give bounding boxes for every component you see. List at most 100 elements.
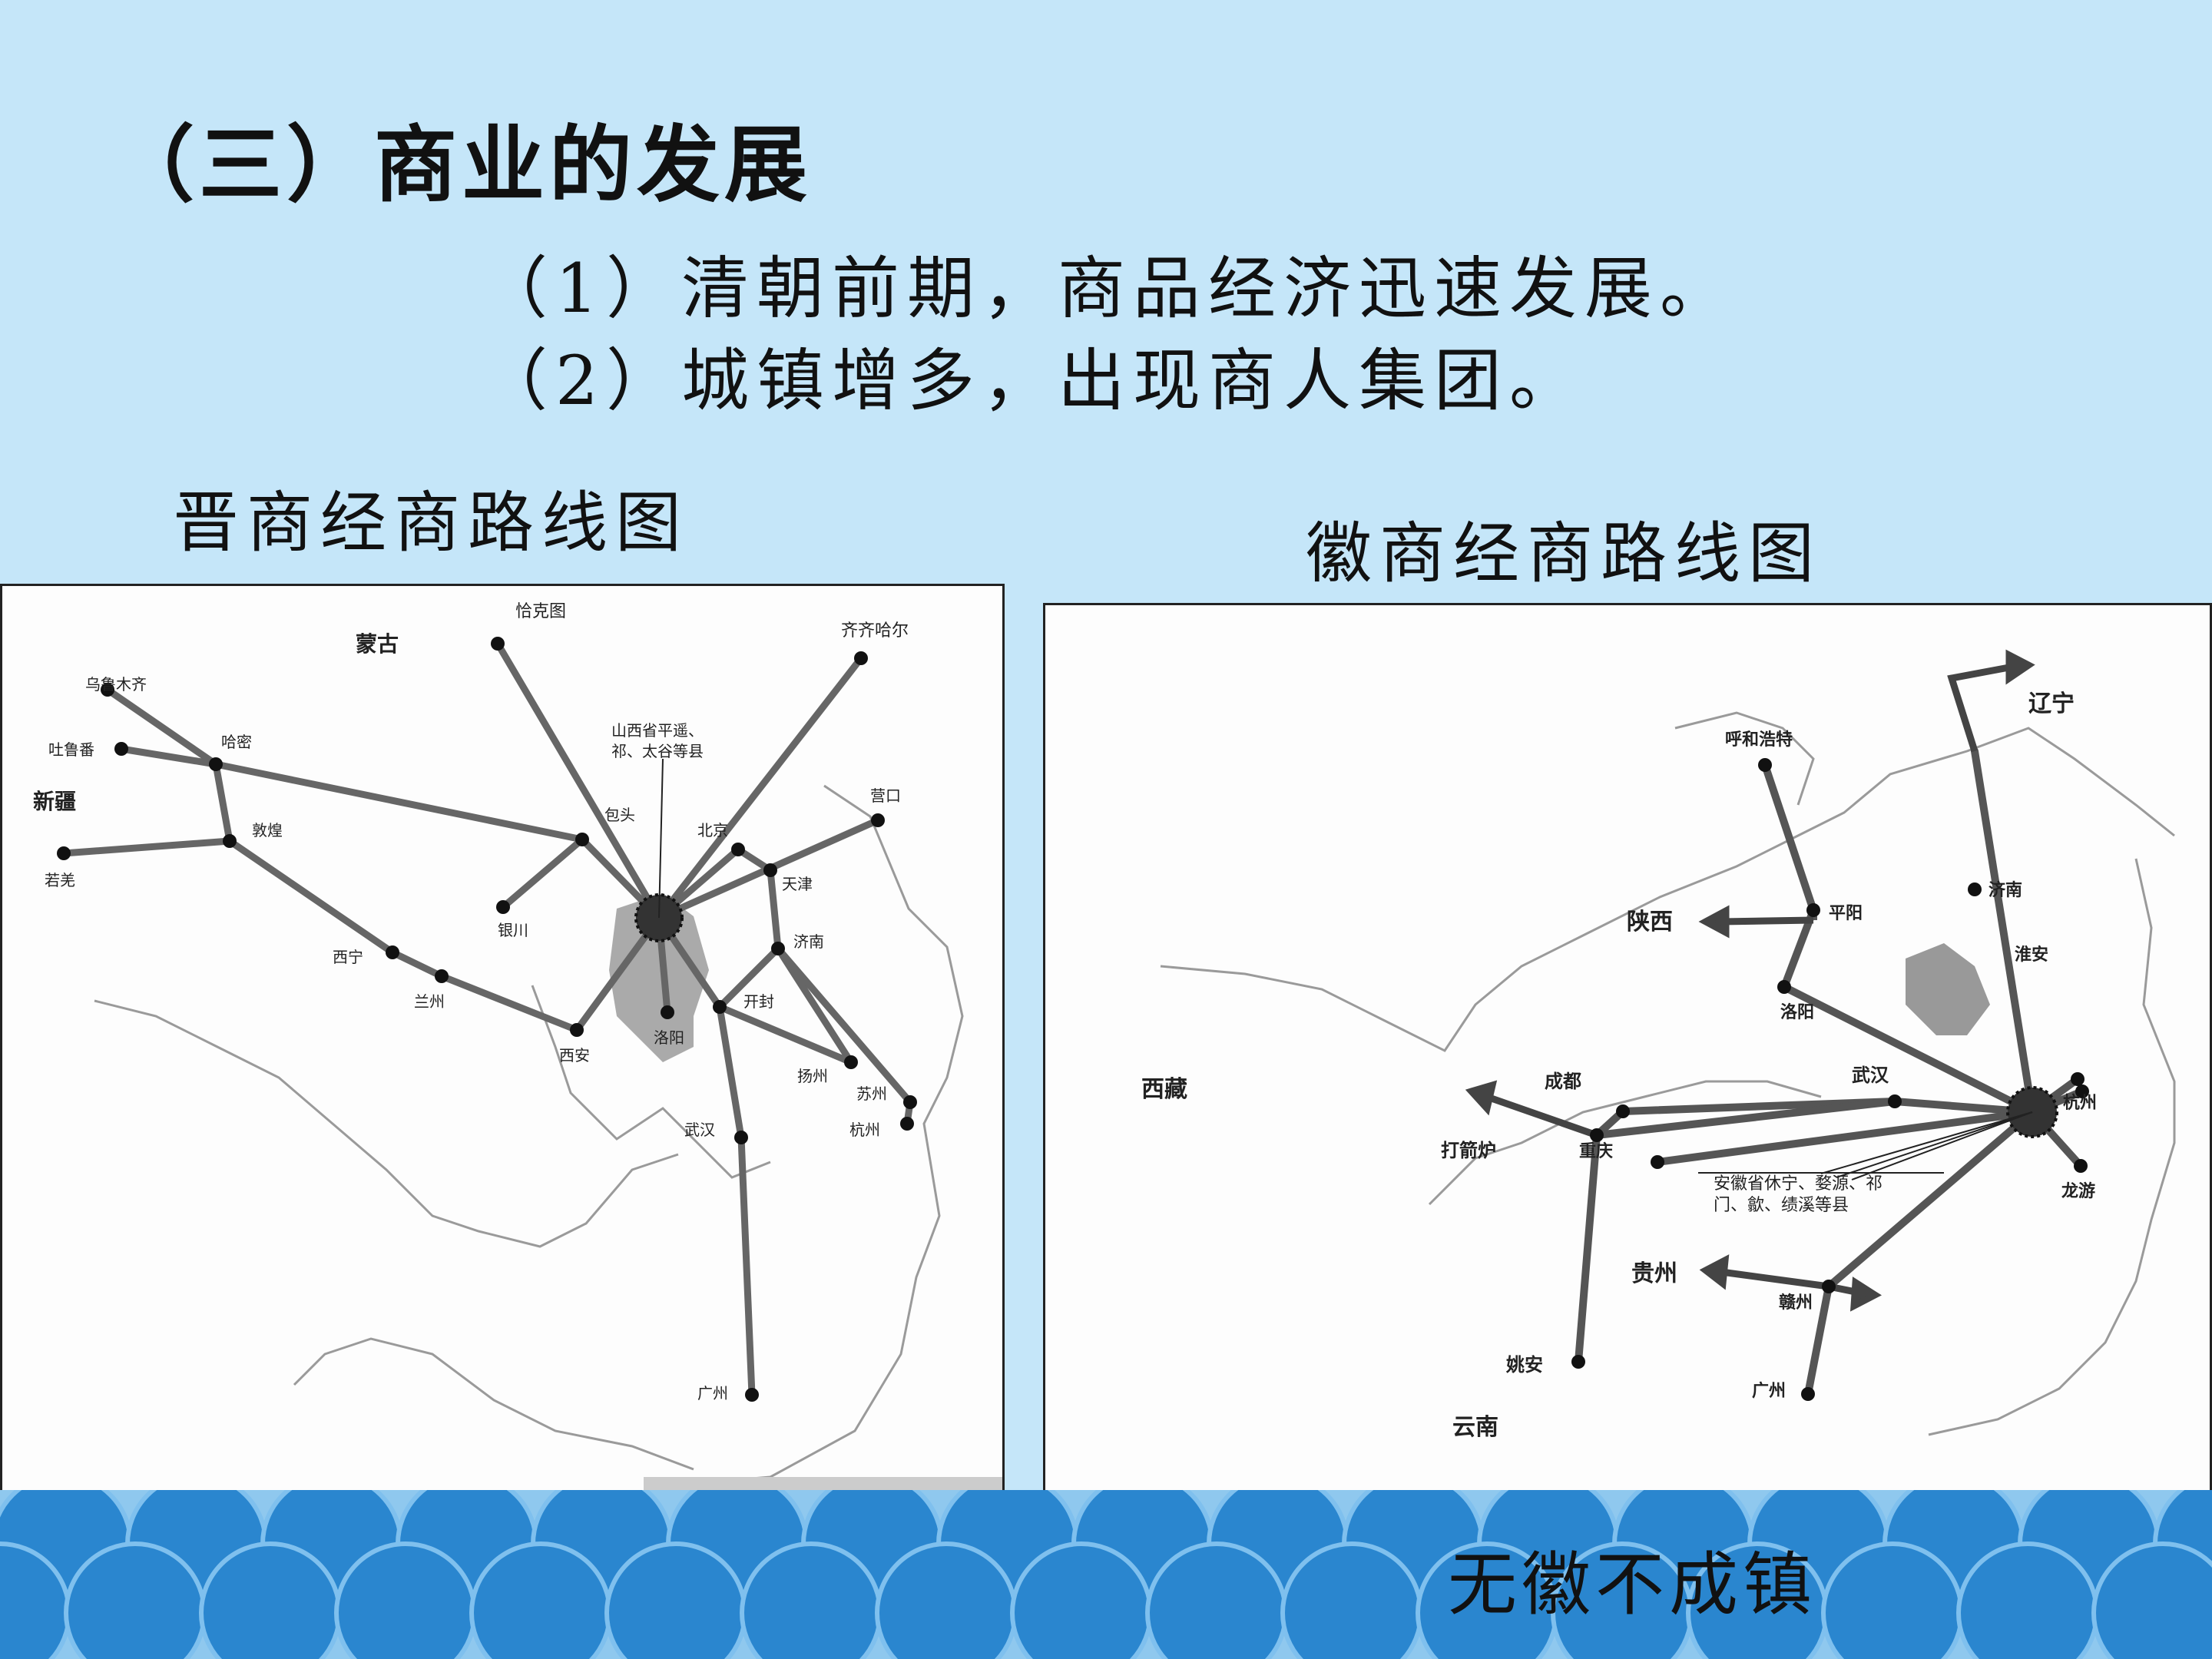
label-shaanxi: 陕西: [1627, 909, 1673, 935]
scale-shape: [1821, 1541, 1964, 1659]
label-mongolia: 蒙古: [356, 631, 399, 657]
scale-shape: [469, 1541, 612, 1659]
route-jinan: [1971, 747, 2036, 1116]
origin-leader-line: [658, 758, 664, 919]
route-kaifeng-yangzhou: [716, 1003, 855, 1066]
jin-routes: [60, 640, 914, 1399]
jin-map-canvas: 蒙古 新疆 恰克图 齐齐哈尔 乌鲁木齐 吐鲁番 哈密 敦煌 若羌 山西省平遥、 …: [33, 602, 1002, 1490]
label-jinan: 济南: [793, 932, 824, 951]
hui-map-outline: [1160, 711, 2176, 1436]
bullet-point-2: （2）城镇增多，出现商人集团。: [480, 341, 1584, 420]
label-chengdu: 成都: [1545, 1071, 1581, 1092]
label-yunnan: 云南: [1452, 1414, 1498, 1441]
label-hangzhou: 杭州: [2063, 1093, 2097, 1113]
route-turpan: [118, 745, 220, 768]
label-guangzhou: 广州: [1752, 1381, 1786, 1401]
label-luoyang: 洛阳: [654, 1028, 684, 1047]
route-jinan: [767, 866, 782, 952]
jin-map-caption: 晋商经商路线图: [173, 485, 689, 561]
hui-map-canvas: 辽宁 呼和浩特 济南 陕西 平阳 淮安 洛阳 西藏 成都 武汉 杭州 打箭炉 重…: [1141, 649, 2176, 1441]
label-qiaketu: 恰克图: [515, 602, 566, 621]
route-kaifeng-jinan: [716, 945, 782, 1011]
label-huhehaote: 呼和浩特: [1725, 730, 1793, 750]
route-ganzhou: [1825, 1108, 2036, 1290]
label-ruoqiang: 若羌: [45, 871, 75, 889]
slide-title: （三）商业的发展: [111, 118, 813, 214]
scale-shape: [875, 1541, 1018, 1659]
label-yinchuan: 银川: [498, 921, 528, 939]
shanxi-region: [609, 893, 709, 1062]
label-pingyang: 平阳: [1829, 904, 1863, 923]
scale-shape: [2091, 1541, 2212, 1659]
label-origin-line1: 安徽省休宁、婺源、祁: [1714, 1174, 1883, 1194]
label-xizang: 西藏: [1141, 1076, 1187, 1103]
route-suzhou: [774, 945, 914, 1106]
route-qiqihaer: [655, 654, 865, 922]
label-yangzhou: 扬州: [797, 1067, 828, 1085]
label-qiqihaer: 齐齐哈尔: [841, 621, 909, 641]
label-yingkou: 营口: [870, 786, 901, 805]
route-ruoqiang: [60, 837, 233, 857]
hui-arrows: [1465, 649, 2035, 1312]
hui-city-dots: [1571, 758, 2089, 1401]
scale-shape: [1145, 1541, 1288, 1659]
bullet-point-1: （1）清朝前期，商品经济迅速发展。: [480, 249, 1735, 328]
label-dunhuang: 敦煌: [252, 821, 283, 839]
coastline-shading: [644, 1477, 1002, 1490]
route-yaoan: [1575, 1131, 1601, 1366]
label-xining: 西宁: [333, 948, 363, 966]
route-dunhuang: [212, 760, 233, 845]
label-xinjiang: 新疆: [33, 789, 76, 814]
label-guizhou: 贵州: [1631, 1260, 1677, 1287]
jin-merchant-route-map: 蒙古 新疆 恰克图 齐齐哈尔 乌鲁木齐 吐鲁番 哈密 敦煌 若羌 山西省平遥、 …: [0, 584, 1005, 1492]
route-huhehaote: [1761, 761, 1817, 914]
label-origin-line2: 门、歙、绩溪等县: [1714, 1196, 1849, 1215]
decorative-scale-pattern: [0, 1490, 2212, 1659]
label-guangzhou: 广州: [697, 1384, 728, 1402]
route-urumqi: [104, 686, 220, 768]
label-luoyang: 洛阳: [1780, 1002, 1814, 1022]
label-origin-line1: 山西省平遥、: [611, 721, 704, 740]
label-lanzhou: 兰州: [414, 992, 445, 1011]
label-huaian: 淮安: [2015, 945, 2048, 965]
label-hami: 哈密: [221, 733, 252, 751]
route-chongqing: [1654, 1108, 2036, 1166]
label-hangzhou: 杭州: [849, 1121, 880, 1139]
label-jinan: 济南: [1988, 880, 2022, 900]
label-origin-line2: 祁、太谷等县: [611, 742, 704, 760]
label-kaifeng: 开封: [743, 992, 774, 1011]
label-wuhan: 武汉: [1852, 1065, 1889, 1086]
route-guangzhou: [1804, 1283, 1833, 1398]
label-liaoning: 辽宁: [2028, 690, 2075, 717]
label-wuhan: 武汉: [684, 1121, 715, 1139]
label-beijing: 北京: [697, 821, 728, 839]
jin-map-outline: [94, 784, 964, 1486]
label-longyou: 龙游: [2061, 1181, 2095, 1201]
route-xining: [226, 837, 396, 956]
hui-routes: [1575, 747, 2086, 1398]
label-xian: 西安: [559, 1046, 590, 1065]
origin-leader-lines: [1698, 1111, 2033, 1181]
label-tianjin: 天津: [782, 875, 813, 893]
route-luoyang: [1780, 983, 2036, 1116]
scale-shape: [604, 1541, 747, 1659]
hui-merchant-route-map: 辽宁 呼和浩特 济南 陕西 平阳 淮安 洛阳 西藏 成都 武汉 杭州 打箭炉 重…: [1043, 603, 2212, 1500]
label-dajianlu: 打箭炉: [1441, 1140, 1496, 1161]
label-baotou: 包头: [604, 806, 635, 824]
scale-shape: [199, 1541, 342, 1659]
route-hami: [212, 760, 586, 843]
label-yaoan: 姚安: [1505, 1354, 1543, 1376]
jin-city-dots: [57, 637, 917, 1402]
scale-shape: [740, 1541, 882, 1659]
route-qiaketu: [494, 640, 663, 922]
route-guangzhou: [737, 1134, 756, 1399]
anhui-region: [1906, 943, 1990, 1035]
route-lanzhou: [389, 949, 445, 980]
route-yinchuan: [499, 836, 586, 911]
scale-shape: [1010, 1541, 1153, 1659]
label-suzhou: 苏州: [856, 1084, 887, 1103]
label-ganzhou: 赣州: [1779, 1293, 1813, 1313]
scale-shape: [64, 1541, 207, 1659]
hui-map-caption: 徽商经商路线图: [1306, 515, 1822, 592]
scale-shape: [1956, 1541, 2099, 1659]
